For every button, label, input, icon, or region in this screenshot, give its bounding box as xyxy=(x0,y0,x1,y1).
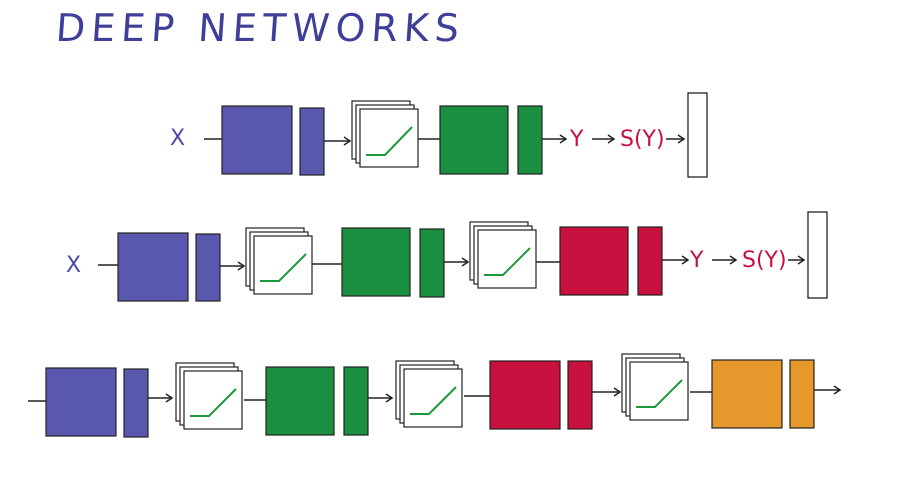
relu-curve xyxy=(190,388,237,417)
arrow-head xyxy=(237,261,246,271)
linear-weights-block xyxy=(117,232,189,302)
bias-block xyxy=(419,228,445,298)
arrow-head xyxy=(607,134,616,144)
bias-block xyxy=(517,105,543,175)
arrow-head xyxy=(677,134,686,144)
linear-weights-block xyxy=(489,360,561,430)
arrow-head xyxy=(613,387,622,397)
relu-curve xyxy=(366,126,413,156)
relu-curve xyxy=(484,247,531,276)
relu-curve xyxy=(636,379,683,408)
network-row-1: X Y S(Y) xyxy=(170,92,708,178)
softmax-label: S(Y) xyxy=(620,127,665,152)
bias-block xyxy=(637,226,663,296)
linear-weights-block xyxy=(559,226,629,296)
arrow-head xyxy=(461,257,470,267)
arrow-head xyxy=(165,393,174,403)
linear-weights-block xyxy=(265,366,335,436)
probability-vector xyxy=(687,92,708,178)
arrow-head xyxy=(385,393,394,403)
relu-curve xyxy=(260,253,307,282)
arrow-head xyxy=(559,134,568,144)
output-label: Y xyxy=(569,127,584,152)
bias-block xyxy=(343,366,369,436)
linear-weights-block xyxy=(711,359,783,429)
input-label: X xyxy=(170,126,185,151)
relu-stack xyxy=(175,362,243,430)
network-row-3 xyxy=(28,353,842,438)
relu-curve xyxy=(410,386,457,415)
softmax-label: S(Y) xyxy=(742,248,787,273)
arrow-head xyxy=(833,385,842,395)
output-label: Y xyxy=(689,248,704,273)
linear-weights-block xyxy=(341,227,411,297)
bias-block xyxy=(789,359,815,429)
bias-block xyxy=(299,107,325,176)
network-row-2: X xyxy=(66,211,828,302)
relu-stack xyxy=(245,227,313,295)
relu-stack xyxy=(395,360,463,428)
arrow-head xyxy=(797,255,806,265)
probability-vector xyxy=(807,211,828,299)
bias-block xyxy=(567,360,593,430)
arrow-head xyxy=(681,255,690,265)
bias-block xyxy=(123,368,149,438)
arrow-head xyxy=(729,255,738,265)
relu-stack xyxy=(469,221,537,289)
linear-weights-block xyxy=(45,367,117,437)
linear-weights-block xyxy=(439,105,509,175)
input-label: X xyxy=(66,253,81,278)
relu-stack xyxy=(351,100,419,168)
linear-weights-block xyxy=(221,105,293,175)
arrow-head xyxy=(343,136,352,146)
relu-stack xyxy=(621,353,689,421)
bias-block xyxy=(195,233,221,302)
